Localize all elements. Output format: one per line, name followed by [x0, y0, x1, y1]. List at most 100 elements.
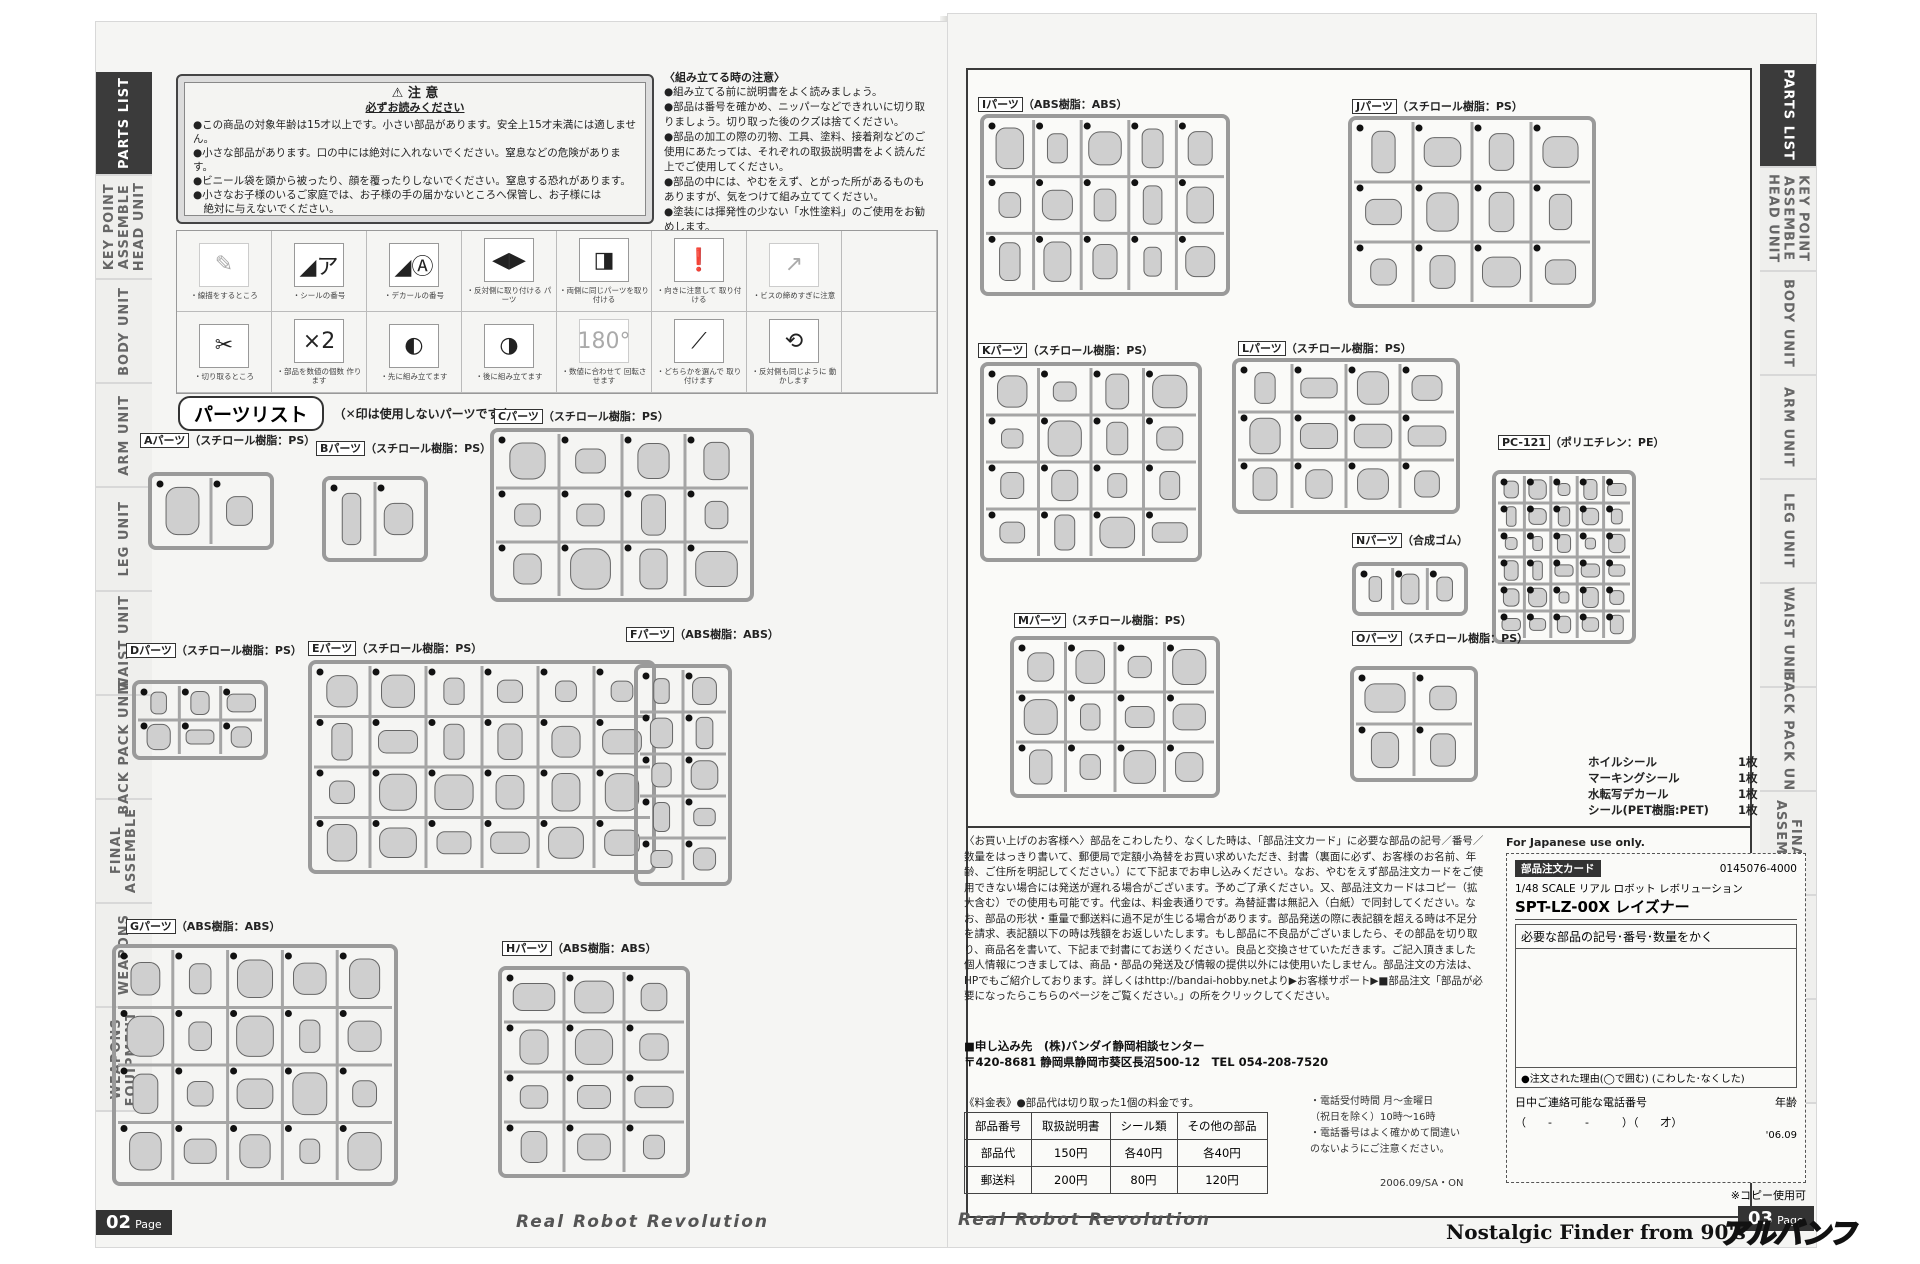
assembly-line: ●組み立てる前に説明書をよく読みましょう。	[664, 86, 883, 98]
sprue-label: Fパーツ（ABS樹脂：ABS）	[626, 626, 779, 642]
sprue-label: Mパーツ（スチロール樹脂：PS）	[1014, 612, 1192, 628]
legend-symbol-icon: ◀▶	[484, 238, 534, 282]
seal-row: シール(PET樹脂:PET) 1枚	[1588, 802, 1758, 818]
tab-label: LEG UNIT	[1780, 493, 1796, 569]
price-cell: 200円	[1031, 1166, 1111, 1194]
tab-final-assemble[interactable]: FINAL ASSEMBLE	[96, 800, 152, 904]
sprue-material: （スチロール樹脂：PS）	[356, 642, 483, 655]
assembly-lines: ●組み立てる前に説明書をよく読みましょう。●部品は番号を確かめ、ニッパーなどでき…	[664, 85, 934, 235]
sprue-material: （スチロール樹脂：PS）	[542, 410, 669, 423]
sprue-tag: Dパーツ	[126, 643, 176, 658]
tab-label: BODY UNIT	[1780, 278, 1796, 368]
card-prompt: 必要な部品の記号･番号･数量をかく	[1515, 924, 1797, 949]
sprue-runner-drawing	[1348, 116, 1596, 308]
parts-list-title: パーツリスト	[178, 396, 324, 431]
seal-name: シール(PET樹脂:PET)	[1588, 803, 1709, 817]
sprue-label: Jパーツ（スチロール樹脂：PS）	[1352, 98, 1523, 114]
tab-label: LEG UNIT	[116, 501, 132, 577]
seal-name: ホイルシール	[1588, 755, 1657, 769]
seal-name: 水転写デカール	[1588, 787, 1669, 801]
tab-key-point-assemble-head-unit[interactable]: KEY POINT ASSEMBLE HEAD UNIT	[96, 176, 152, 280]
legend-symbol-icon: ×2	[294, 319, 344, 363]
tab-body-unit[interactable]: BODY UNIT	[1760, 272, 1816, 376]
price-cell: 80円	[1109, 1166, 1178, 1194]
sprue-material: （スチロール樹脂：PS）	[1027, 344, 1154, 357]
tab-leg-unit[interactable]: LEG UNIT	[1760, 480, 1816, 584]
legend-caption: ・どちらかを選んで 取り付けます	[656, 367, 742, 385]
sprue-material: （合成ゴム）	[1402, 534, 1468, 547]
tab-label: ARM UNIT	[1780, 386, 1796, 468]
seal-name: マーキングシール	[1588, 771, 1680, 785]
sprue-label: Cパーツ（スチロール樹脂：PS）	[494, 408, 669, 424]
card-tag: 部品注文カード	[1515, 860, 1601, 877]
tab-body-unit[interactable]: BODY UNIT	[96, 280, 152, 384]
card-code: 0145076-4000	[1719, 862, 1797, 875]
copy-allowed-note: ※コピー使用可	[1730, 1189, 1806, 1202]
tab-waist-unit[interactable]: WAIST UNIT	[1760, 584, 1816, 688]
legend-symbol-icon: ◢ア	[294, 242, 344, 287]
sprue-label: Bパーツ（スチロール樹脂：PS）	[316, 440, 491, 456]
caution-line: ●ビニール袋を頭から被ったり、顔を覆ったりしないでください。窒息する恐れがありま…	[193, 175, 631, 187]
icon-cell: ⟲・反対側も同じように 動かします	[747, 312, 842, 393]
tab-label: KEY POINT ASSEMBLE HEAD UNIT	[1765, 174, 1811, 264]
caution-line: ●小さな部品があります。口の中には絶対に入れないでください。窒息などの危険があり…	[193, 147, 621, 173]
parts-list-header: パーツリスト （✕印は使用しないパーツです。）	[178, 396, 516, 431]
seal-qty: 1枚	[1738, 803, 1758, 817]
tab-parts-list[interactable]: PARTS LIST	[1760, 64, 1816, 168]
tab-key-point-assemble-head-unit[interactable]: KEY POINT ASSEMBLE HEAD UNIT	[1760, 168, 1816, 272]
tab-label: FINAL ASSEMBLE	[109, 808, 139, 894]
hours-line: ・電話番号はよく確かめて間違い	[1310, 1128, 1460, 1139]
icon-cell	[842, 312, 937, 393]
tab-parts-list[interactable]: PARTS LIST	[96, 72, 152, 176]
icon-cell: ⟋ ・どちらかを選んで 取り付けます	[652, 312, 747, 393]
legend-symbol-icon: ❗	[674, 238, 724, 282]
price-header: 部品番号	[964, 1112, 1032, 1140]
icon-cell: ◑・後に組み立てます	[462, 312, 557, 393]
sprue-material: （ABS樹脂：ABS）	[1022, 98, 1128, 111]
caution-lines: ●この商品の対象年齢は15才以上です。小さい部品があります。安全上15才未満には…	[193, 118, 637, 216]
assembly-line: ●部品の中には、やむをえず、とがった所があるものもありますが、気をつけて組み立て…	[664, 176, 925, 203]
legend-symbol-icon: ⟋	[674, 319, 724, 363]
seal-qty: 1枚	[1738, 755, 1758, 769]
sprue-runner-drawing	[1352, 562, 1468, 616]
legend-symbol-icon: ◑	[484, 323, 534, 368]
order-instructions: 〈お買い上げのお客様へ〉部品をこわしたり、なくした時は、「部品注文カード」に必要…	[964, 835, 1484, 1002]
legend-caption: ・反対側に取り付ける パーツ	[466, 286, 552, 304]
caution-line: ●この商品の対象年齢は15才以上です。小さい部品があります。安全上15才未満には…	[193, 119, 636, 145]
sprue-label: Aパーツ（スチロール樹脂：PS）	[140, 432, 315, 448]
brand-logo-right: Real Robot Revolution	[958, 1210, 1212, 1230]
tab-back-pack-unit[interactable]: BACK PACK UNIT	[1760, 671, 1816, 807]
sprue-runner-drawing	[1232, 358, 1460, 514]
tab-back-pack-unit[interactable]: BACK PACK UNIT	[96, 679, 152, 815]
sprue-tag: Oパーツ	[1352, 631, 1403, 646]
sprue-tag: Cパーツ	[494, 409, 543, 424]
price-header: シール類	[1109, 1112, 1178, 1140]
icon-cell: ↗・ビスの締めすぎに注意	[747, 231, 842, 312]
icon-cell	[842, 231, 937, 312]
sprue-material: （スチロール樹脂：PS）	[1402, 632, 1529, 645]
card-scale: 1/48 SCALE リアル ロボット レボリューション	[1515, 883, 1743, 895]
sprue-material: （ABS樹脂：ABS）	[552, 942, 657, 955]
price-cell: 120円	[1176, 1166, 1268, 1194]
order-card: For Japanese use only. 部品注文カード 0145076-4…	[1506, 836, 1806, 1203]
legend-caption: ・向きに注意して 取り付ける	[656, 286, 742, 304]
tab-leg-unit[interactable]: LEG UNIT	[96, 488, 152, 592]
sprue-tag: Iパーツ	[978, 97, 1023, 112]
brand-logo-left: Real Robot Revolution	[516, 1212, 770, 1232]
icon-cell: ❗ ・向きに注意して 取り付ける	[652, 231, 747, 312]
sprue-label: Hパーツ（ABS樹脂：ABS）	[502, 940, 657, 956]
legend-symbol-icon: ✎	[199, 242, 249, 287]
right-page: PARTS LIST KEY POINT ASSEMBLE HEAD UNIT BO…	[948, 14, 1816, 1247]
sprue-tag: Hパーツ	[502, 941, 552, 956]
sprue-runner-drawing	[322, 476, 428, 562]
legend-caption: ・シールの番号	[292, 290, 346, 300]
sprue-runner-drawing	[132, 680, 268, 760]
tab-arm-unit[interactable]: ARM UNIT	[1760, 376, 1816, 480]
parts-list-note: （✕印は使用しないパーツです。）	[333, 407, 517, 421]
sprue-runner-drawing	[148, 472, 274, 550]
